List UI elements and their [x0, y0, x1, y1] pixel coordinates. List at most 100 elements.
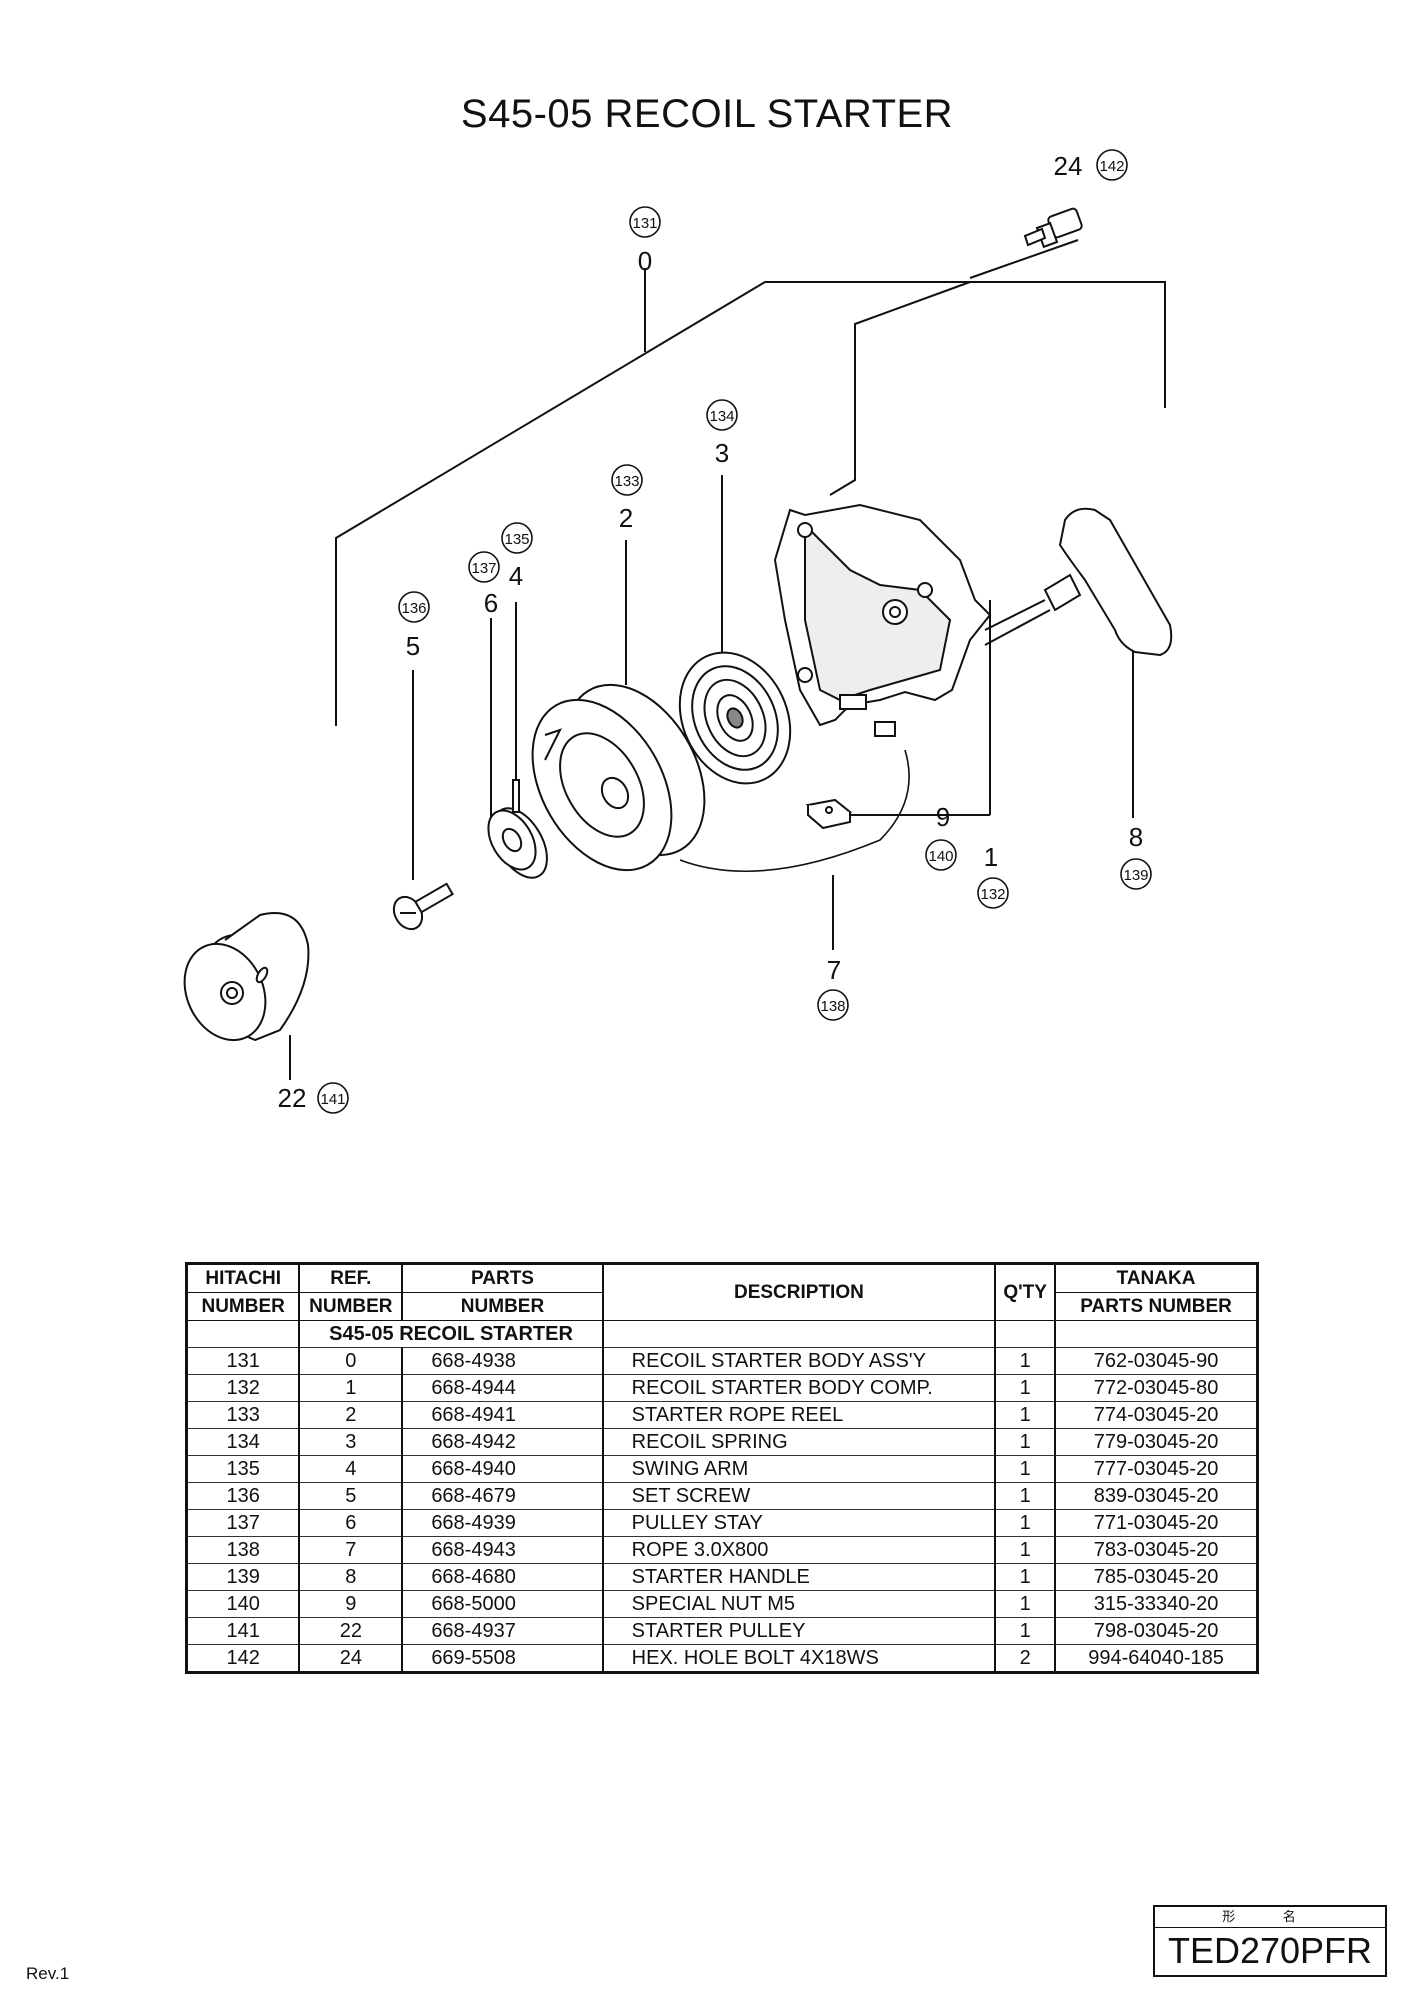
cell-part: 668-4680 — [401, 1563, 604, 1591]
callout-hitachi: 135 — [504, 531, 529, 548]
cell-desc: RECOIL STARTER BODY COMP. — [601, 1374, 997, 1402]
parts-table: HITACHI REF. PARTS DESCRIPTION Q'TY TANA… — [185, 1262, 1259, 1674]
cell-qty: 1 — [994, 1509, 1057, 1537]
header-ref-bottom: NUMBER — [298, 1292, 404, 1321]
cell-desc: SPECIAL NUT M5 — [601, 1590, 997, 1618]
header-parts-top: PARTS — [401, 1263, 604, 1293]
recoil-spring-drawing — [678, 651, 792, 785]
callout-hitachi: 141 — [320, 1091, 345, 1108]
callout-ref: 24 — [1054, 151, 1083, 181]
cell-tanaka: 785-03045-20 — [1054, 1563, 1259, 1591]
cell-qty: 1 — [994, 1347, 1057, 1375]
cell-qty: 1 — [994, 1590, 1057, 1618]
callout-8: 8 139 — [1120, 822, 1152, 890]
cell-part: 668-5000 — [401, 1590, 604, 1618]
callout-hitachi: 142 — [1099, 158, 1124, 175]
callout-hitachi: 132 — [980, 886, 1005, 903]
cell-qty: 1 — [994, 1563, 1057, 1591]
callout-ref: 6 — [484, 588, 498, 618]
header-parts-bottom: NUMBER — [401, 1292, 604, 1321]
cell-part: 668-4944 — [401, 1374, 604, 1402]
callout-24: 24 142 — [1054, 149, 1128, 181]
cell-desc: RECOIL STARTER BODY ASS'Y — [601, 1347, 997, 1375]
revision-label: Rev.1 — [26, 1964, 70, 1983]
cell-part: 669-5508 — [401, 1644, 604, 1673]
cell-desc: SET SCREW — [601, 1482, 997, 1510]
model-label: 形 名 — [1155, 1907, 1385, 1928]
cell-tanaka: 771-03045-20 — [1054, 1509, 1259, 1537]
header-description: DESCRIPTION — [601, 1263, 997, 1321]
cell-hitachi: 134 — [185, 1428, 301, 1456]
page-title: S45-05 RECOIL STARTER — [460, 92, 954, 136]
cell-part: 668-4679 — [401, 1482, 604, 1510]
cell-qty: 1 — [994, 1401, 1057, 1429]
cell-hitachi: 142 — [185, 1644, 301, 1673]
callout-ref: 7 — [827, 955, 841, 985]
cell-hitachi: 135 — [185, 1455, 301, 1483]
cell-hitachi: 138 — [185, 1536, 301, 1564]
cell-part: 668-4941 — [401, 1401, 604, 1429]
header-tanaka-bottom: PARTS NUMBER — [1054, 1292, 1259, 1321]
header-tanaka-top: TANAKA — [1054, 1263, 1259, 1293]
header-hitachi-bottom: NUMBER — [185, 1292, 301, 1321]
cell-hitachi: 137 — [185, 1509, 301, 1537]
cell-qty: 1 — [994, 1617, 1057, 1645]
cell-ref: 0 — [298, 1347, 404, 1375]
cell-hitachi: 133 — [185, 1401, 301, 1429]
callout-7: 7 138 — [817, 955, 849, 1021]
assembly-leader-0 — [335, 281, 1166, 726]
cell-qty: 1 — [994, 1455, 1057, 1483]
header-qty: Q'TY — [994, 1263, 1057, 1321]
cell-qty: 1 — [994, 1536, 1057, 1564]
callout-ref: 22 — [278, 1083, 307, 1113]
cell-hitachi: 141 — [185, 1617, 301, 1645]
header-ref-top: REF. — [298, 1263, 404, 1293]
callout-0: 131 0 — [629, 206, 661, 276]
callout-9: 9 140 — [925, 802, 957, 871]
cell-desc: STARTER HANDLE — [601, 1563, 997, 1591]
exploded-diagram: 24 142 131 0 134 3 133 2 135 4 137 6 — [183, 149, 1173, 1114]
callout-1: 1 132 — [977, 842, 1009, 909]
cell-hitachi: 132 — [185, 1374, 301, 1402]
section-row: S45-05 RECOIL STARTER — [185, 1320, 1259, 1348]
cell-part: 668-4943 — [401, 1536, 604, 1564]
cell-desc: PULLEY STAY — [601, 1509, 997, 1537]
cell-ref: 24 — [298, 1644, 404, 1673]
callout-ref: 3 — [715, 438, 729, 468]
cell-ref: 9 — [298, 1590, 404, 1618]
callout-hitachi: 134 — [709, 408, 734, 425]
cell-ref: 4 — [298, 1455, 404, 1483]
cell-part: 668-4937 — [401, 1617, 604, 1645]
callout-5: 136 5 — [398, 591, 430, 661]
cell-part: 668-4938 — [401, 1347, 604, 1375]
cell-tanaka: 315-33340-20 — [1054, 1590, 1259, 1618]
model-name: TED270PFR — [1167, 1930, 1373, 1971]
callout-hitachi: 140 — [928, 848, 953, 865]
assembly-leader-1 — [829, 281, 971, 496]
starter-handle-drawing — [984, 507, 1173, 657]
leader-24 — [969, 239, 1079, 279]
cell-tanaka: 779-03045-20 — [1054, 1428, 1259, 1456]
callout-hitachi: 139 — [1123, 867, 1148, 884]
callout-hitachi: 133 — [614, 473, 639, 490]
cell-ref: 5 — [298, 1482, 404, 1510]
cell-desc: STARTER PULLEY — [601, 1617, 997, 1645]
callout-hitachi: 138 — [820, 998, 845, 1015]
callout-ref: 9 — [936, 802, 950, 832]
swing-arm-drawing — [487, 779, 548, 879]
special-nut-drawing — [805, 798, 853, 830]
header-hitachi-top: HITACHI — [185, 1263, 301, 1293]
cell-ref: 22 — [298, 1617, 404, 1645]
cell-qty: 1 — [994, 1482, 1057, 1510]
callout-6: 137 6 — [468, 551, 500, 618]
callout-ref: 4 — [509, 561, 523, 591]
callout-2: 133 2 — [611, 464, 643, 533]
cell-tanaka: 762-03045-90 — [1054, 1347, 1259, 1375]
